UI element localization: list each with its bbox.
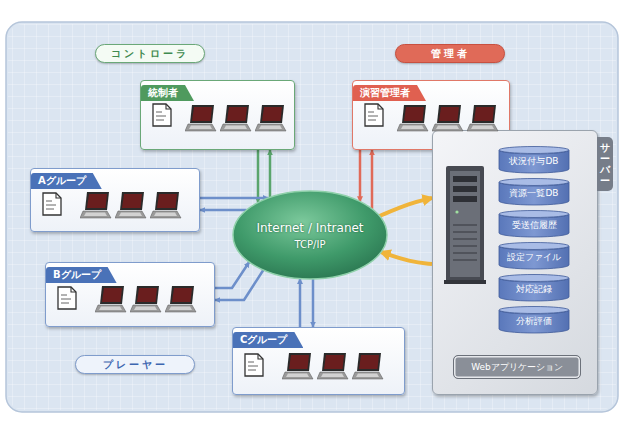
network-link bbox=[371, 150, 374, 209]
network-link bbox=[215, 270, 263, 300]
role-label: コントローラ bbox=[95, 44, 205, 63]
cylinder-top bbox=[499, 243, 569, 250]
network-link bbox=[381, 252, 432, 264]
network-label: TCP/IP bbox=[295, 239, 326, 250]
box-label: 資源一覧DB bbox=[509, 187, 558, 200]
group-box: 統制者 bbox=[140, 80, 295, 150]
network-label: Internet / Intranet bbox=[256, 221, 363, 235]
box-label: 管理者 bbox=[431, 47, 470, 61]
cylinder-top bbox=[499, 307, 569, 314]
box-label: 統制者 bbox=[141, 85, 194, 101]
panel-grid bbox=[8, 24, 616, 410]
network-link bbox=[200, 197, 268, 200]
box-label: 設定ファイル bbox=[507, 251, 561, 264]
box-label: Webアプリケーション bbox=[471, 361, 563, 374]
cylinder-top bbox=[499, 179, 569, 186]
network-ellipse bbox=[232, 190, 388, 280]
network-link bbox=[269, 150, 272, 197]
terminal-icons bbox=[43, 104, 498, 379]
panel bbox=[6, 22, 618, 412]
box-label: 対応記録 bbox=[516, 283, 552, 296]
app-box: Webアプリケーション bbox=[453, 355, 581, 379]
role-label: プレーヤー bbox=[75, 355, 195, 374]
network-link bbox=[379, 198, 432, 216]
server-tower bbox=[444, 166, 486, 284]
box-label: Bグループ bbox=[46, 267, 117, 283]
group-box: Aグループ bbox=[30, 168, 200, 232]
box-label: コントローラ bbox=[111, 47, 189, 61]
network-link bbox=[215, 262, 249, 288]
network-ellipse bbox=[233, 191, 387, 279]
network-link bbox=[359, 150, 362, 202]
network-link bbox=[299, 279, 302, 327]
group-box: Cグループ bbox=[232, 327, 405, 395]
database-cylinder: 状況付与DB bbox=[498, 146, 570, 173]
role-label: 管理者 bbox=[395, 44, 505, 63]
box-label: 演習管理者 bbox=[353, 85, 426, 101]
server-title: サーバー bbox=[600, 142, 610, 186]
network-cloud: Internet / IntranetTCP/IP bbox=[232, 190, 388, 280]
box-label: 状況付与DB bbox=[509, 155, 558, 168]
cylinder-top bbox=[499, 275, 569, 282]
server-panel: サーバー状況付与DB資源一覧DB受送信履歴設定ファイル対応記録分析評価Webアプ… bbox=[432, 130, 598, 395]
network-link bbox=[312, 279, 315, 327]
box-label: Aグループ bbox=[31, 173, 102, 189]
database-cylinder: 資源一覧DB bbox=[498, 178, 570, 205]
box-label: プレーヤー bbox=[103, 358, 168, 372]
cylinder-top bbox=[499, 211, 569, 218]
box-label: Cグループ bbox=[233, 332, 303, 348]
box-label: 受送信履歴 bbox=[512, 219, 557, 232]
box-label: 分析評価 bbox=[516, 315, 552, 328]
server-tab: サーバー bbox=[597, 137, 613, 191]
database-cylinder: 設定ファイル bbox=[498, 242, 570, 269]
network-link bbox=[200, 209, 247, 212]
database-cylinder: 対応記録 bbox=[498, 274, 570, 301]
database-cylinder: 分析評価 bbox=[498, 306, 570, 333]
database-cylinder: 受送信履歴 bbox=[498, 210, 570, 237]
network-link bbox=[257, 150, 260, 203]
group-box: Bグループ bbox=[45, 262, 215, 327]
cylinder-top bbox=[499, 147, 569, 154]
